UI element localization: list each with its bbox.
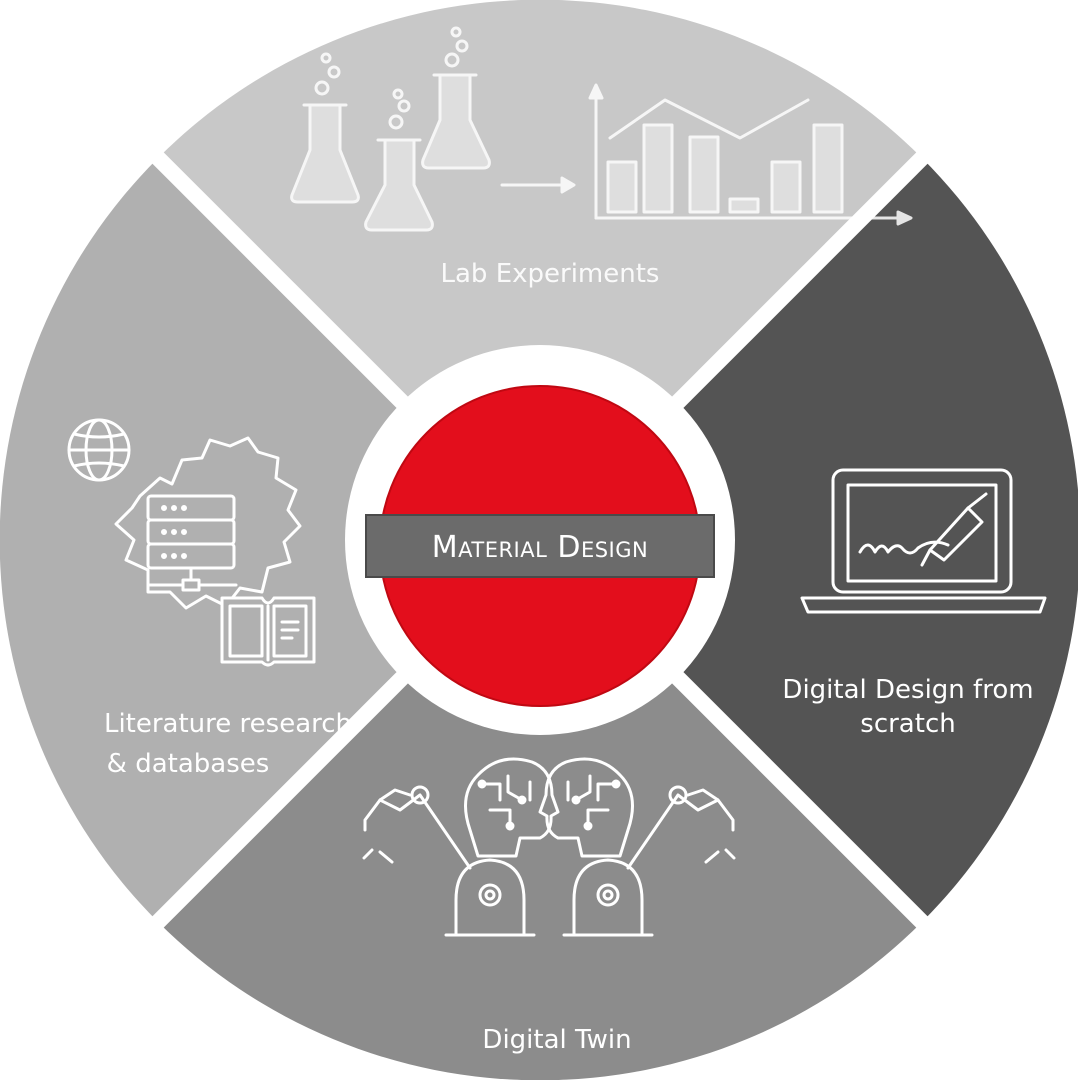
robot-arm-head-mirrored-icon	[538, 757, 736, 937]
label-lab-experiments: Lab Experiments	[441, 259, 660, 289]
laptop-signature-icon	[800, 468, 1047, 614]
bar-chart-icon	[588, 83, 913, 226]
globe-icon	[67, 418, 131, 482]
label-digital-design-line1: Digital Design from	[782, 675, 1033, 705]
segment-digital-design	[540, 158, 1078, 922]
label-literature-line1: Literature research	[104, 709, 352, 739]
segment-literature	[0, 158, 540, 922]
page-title: Material Design	[432, 530, 648, 565]
robot-arm-head-icon	[362, 757, 560, 937]
label-literature-line2: & databases	[107, 749, 270, 779]
database-server-gear-icon	[114, 436, 302, 610]
flasks-icon	[290, 26, 491, 232]
title-banner	[365, 514, 715, 578]
book-icon	[220, 596, 316, 667]
label-digital-twin: Digital Twin	[482, 1025, 631, 1055]
arrow-right-icon	[500, 176, 576, 194]
label-digital-design-line2: scratch	[860, 709, 955, 739]
